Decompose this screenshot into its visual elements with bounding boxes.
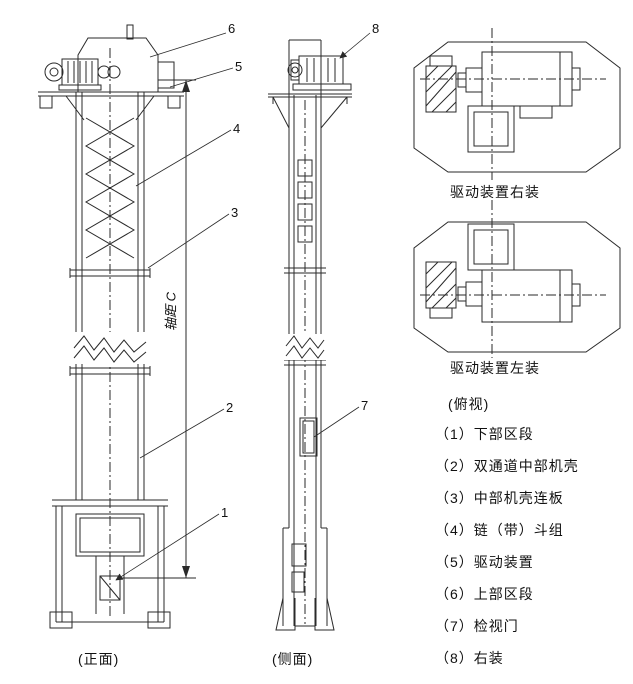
legend-item-1: （1）下部区段: [435, 426, 534, 442]
boot-foot-left: [49, 611, 73, 629]
side-view-label: (侧面): [272, 651, 314, 667]
legend-item-4: （4）链（带）斗组: [435, 522, 564, 538]
callout-number-3: 3: [231, 205, 239, 220]
side-break-symbol: [284, 334, 326, 360]
drive-left-install-label: 驱动装置左装: [450, 360, 540, 376]
boot-bucket: [99, 575, 121, 601]
front-view-drawing: [38, 24, 196, 629]
boot-foot-right: [147, 611, 171, 629]
leader-5: [169, 67, 234, 88]
callout-number-1: 1: [221, 505, 229, 520]
parts-legend: （1）下部区段 （2）双通道中部机壳 （3）中部机壳连板 （4）链（带）斗组 （…: [435, 418, 579, 674]
side-boot-section: [275, 527, 335, 631]
front-boot-section: [49, 499, 171, 629]
top-right-gearbox: [425, 55, 457, 113]
callout-number-7: 7: [361, 398, 369, 413]
discharge-spout: [157, 61, 175, 89]
axis-distance-label: 轴距 C: [163, 292, 179, 332]
side-casing: [284, 95, 326, 626]
leader-1: [115, 513, 220, 581]
front-platform: [38, 91, 184, 121]
drive-right-install-label: 驱动装置右装: [450, 184, 540, 200]
leader-2: [139, 408, 225, 459]
callout-leader-lines: [115, 32, 371, 581]
callout-number-6: 6: [228, 21, 236, 36]
callout-number-8: 8: [372, 21, 380, 36]
front-drive-motor: [44, 58, 121, 91]
legend-item-6: （6）上部区段: [435, 586, 534, 602]
legend-item-8: （8）右装: [435, 650, 504, 666]
side-platform: [268, 93, 352, 129]
callout-number-4: 4: [233, 121, 241, 136]
legend-item-5: （5）驱动装置: [435, 554, 534, 570]
head-vent: [126, 24, 134, 40]
leader-3: [147, 213, 230, 269]
top-view-label: (俯视): [448, 396, 490, 412]
legend-item-3: （3）中部机壳连板: [435, 490, 564, 506]
top-right-sprocket-housing: [467, 105, 515, 153]
boot-inlet-window: [75, 513, 145, 557]
callout-number-5: 5: [235, 59, 243, 74]
top-left-sprocket-housing: [467, 223, 515, 271]
top-view-left-install: [413, 221, 621, 353]
legend-item-7: （7）检视门: [435, 618, 519, 634]
leader-7: [313, 406, 360, 438]
leader-4: [135, 129, 232, 187]
leader-8: [339, 32, 371, 59]
front-view-label: (正面): [78, 651, 120, 667]
callout-number-2: 2: [226, 400, 234, 415]
side-chain-links: [297, 159, 313, 243]
top-left-motor: [481, 269, 573, 323]
front-break-symbol: [72, 332, 148, 364]
side-drive-motor: [287, 55, 352, 91]
top-left-coupling: [465, 281, 483, 307]
front-dimension-line: [122, 79, 196, 579]
side-view-drawing: [268, 39, 352, 631]
top-left-gearbox: [425, 261, 457, 319]
front-casing: [69, 92, 151, 500]
top-right-coupling: [465, 67, 483, 93]
top-view-right-install: [413, 41, 621, 173]
front-bucket-chain: [85, 117, 135, 259]
leader-6: [149, 32, 227, 58]
legend-item-2: （2）双通道中部机壳: [435, 458, 579, 474]
